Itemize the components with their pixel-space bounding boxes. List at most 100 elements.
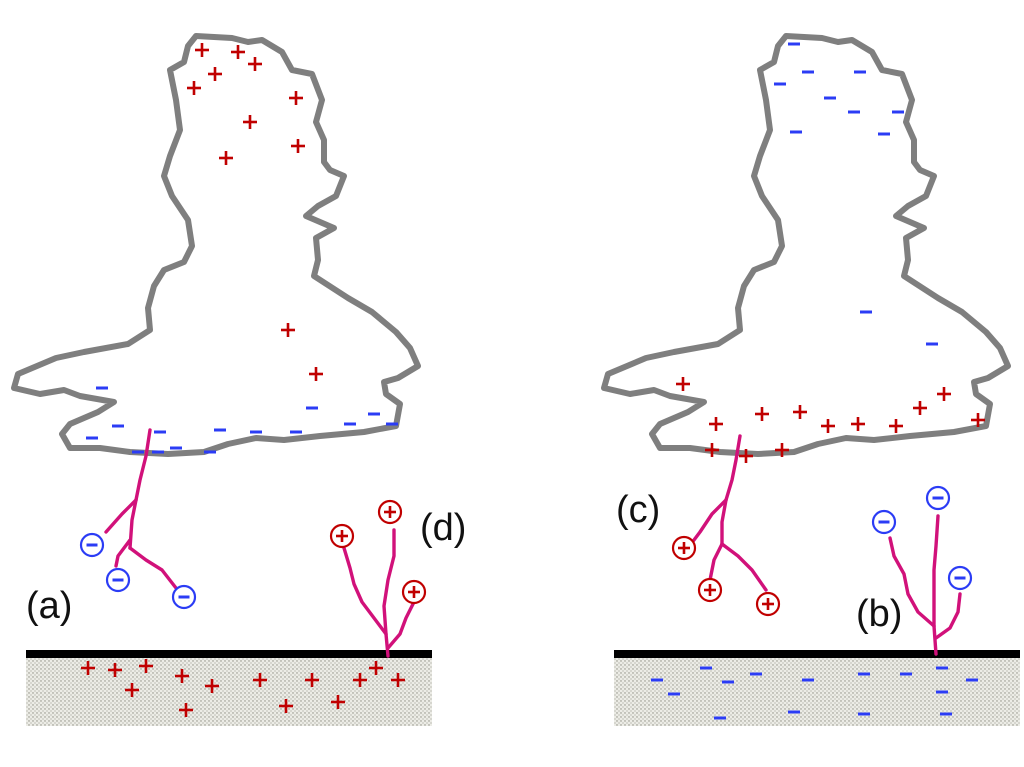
minus-sign [290,430,302,434]
minus-sign [824,96,836,100]
plus-sign [391,673,405,687]
label-c: (c) [616,489,660,531]
plus-sign [253,673,267,687]
leader-tip-charges [79,485,973,617]
plus-sign [937,387,951,401]
minus-sign [96,386,108,390]
circled-minus-charge [79,532,105,558]
circled-minus-charge [105,567,131,593]
minus-sign [858,672,870,676]
minus-sign [214,428,226,432]
plus-sign [676,377,690,391]
plus-sign [793,405,807,419]
minus-sign [936,666,948,670]
plus-sign [175,669,189,683]
circled-plus-charge [671,535,697,561]
circled-plus-charge [697,577,723,603]
plus-sign [108,663,122,677]
minus-sign [112,424,124,428]
plus-sign [179,703,193,717]
minus-sign [722,680,734,684]
minus-sign [860,310,872,314]
plus-sign [81,661,95,675]
minus-sign [668,692,680,696]
minus-sign [651,678,663,682]
minus-sign [170,446,182,450]
leader-d [342,528,416,658]
minus-sign [750,672,762,676]
left-cloud [11,33,421,457]
plus-sign [248,57,262,71]
plus-sign [195,43,209,57]
leader-a [104,428,178,590]
minus-sign [802,678,814,682]
plus-sign [913,401,927,415]
right-cloud [601,33,1011,457]
leader-b [888,514,962,656]
minus-sign [306,406,318,410]
label-b: (b) [856,593,902,635]
plus-sign [369,661,383,675]
circled-minus-charge [925,485,951,511]
right-ground-surface [614,650,1020,658]
minus-sign [714,716,726,720]
minus-sign [788,42,800,46]
minus-sign [774,82,786,86]
plus-sign [309,367,323,381]
positive-charges [81,43,985,717]
plus-sign [971,413,985,427]
minus-sign [204,450,216,454]
plus-sign [231,45,245,59]
label-a: (a) [26,585,72,627]
minus-sign [858,712,870,716]
plus-sign [279,699,293,713]
minus-sign [790,130,802,134]
negative-charges [86,42,978,720]
minus-sign [86,436,98,440]
minus-sign [900,672,912,676]
plus-sign [187,81,201,95]
circled-plus-charge [401,579,427,605]
minus-sign [926,342,938,346]
plus-sign [289,91,303,105]
minus-sign [700,666,712,670]
plus-sign [208,67,222,81]
plus-sign [353,673,367,687]
minus-sign [368,412,380,416]
minus-sign [802,70,814,74]
plus-sign [709,417,723,431]
leader-c [686,434,768,592]
minus-sign [152,450,164,454]
plus-sign [125,683,139,697]
plus-sign [331,695,345,709]
minus-sign [936,690,948,694]
plus-sign [775,443,789,457]
minus-sign [154,430,166,434]
minus-sign [344,422,356,426]
plus-sign [755,407,769,421]
plus-sign [305,673,319,687]
plus-sign [739,449,753,463]
minus-sign [132,450,144,454]
label-d: (d) [420,507,466,549]
circled-minus-charge [947,565,973,591]
plus-sign [291,139,305,153]
minus-sign [386,422,398,426]
plus-sign [205,679,219,693]
minus-sign [940,712,952,716]
right-ground [614,656,1020,726]
minus-sign [892,110,904,114]
minus-sign [848,110,860,114]
plus-sign [139,659,153,673]
plus-sign [889,419,903,433]
minus-sign [250,430,262,434]
circled-minus-charge [171,584,197,610]
plus-sign [243,115,257,129]
minus-sign [854,70,866,74]
plus-sign [281,323,295,337]
circled-plus-charge [377,499,403,525]
left-ground-surface [26,650,432,658]
circled-plus-charge [329,523,355,549]
circled-plus-charge [755,591,781,617]
